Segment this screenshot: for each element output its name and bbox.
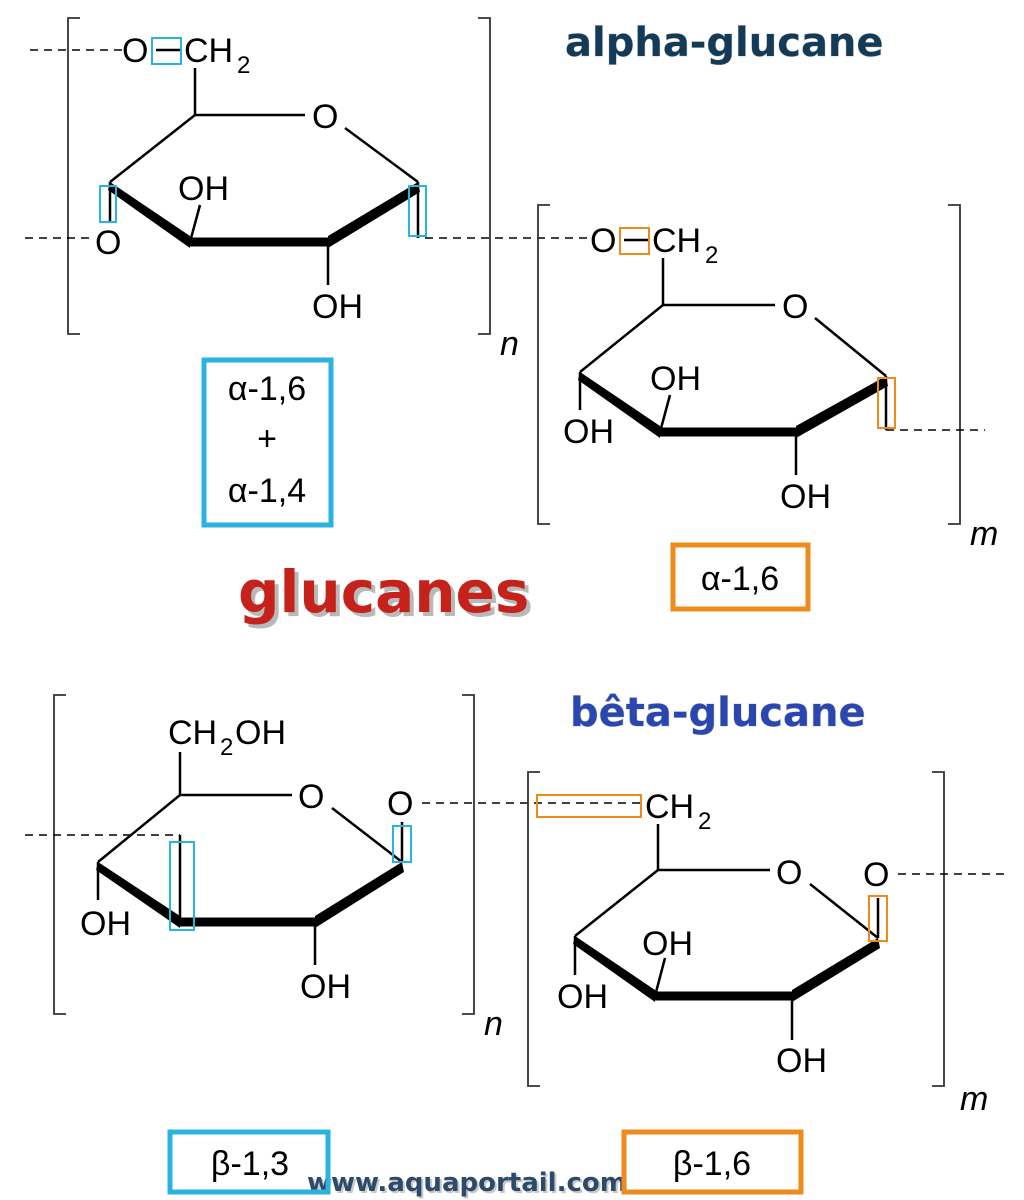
alpha-unit-2: m O CH 2 O OH OH OH <box>537 204 998 553</box>
atom-o: O <box>863 856 889 894</box>
highlight-box <box>877 377 896 429</box>
beta-unit-1-left-bracket <box>53 694 66 1015</box>
footer-url: www.aquaportail.com <box>307 1168 627 1198</box>
atom-ch: CH <box>645 788 694 826</box>
alpha-unit-2-right-bracket <box>948 204 961 525</box>
linkage-label: α-1,6 <box>228 370 306 408</box>
alpha-unit-1-right-bracket <box>478 17 491 335</box>
alpha-unit-2-left-bracket <box>537 204 550 525</box>
wedge-bond <box>792 938 880 1002</box>
highlight-box <box>868 895 888 942</box>
highlight-box <box>99 185 117 223</box>
bond <box>653 957 667 997</box>
linkage-label: α-1,6 <box>701 560 779 598</box>
alpha-glucane-title: alpha-glucane <box>565 20 884 66</box>
highlight-box <box>619 227 650 255</box>
wedge-bond <box>573 936 655 1002</box>
linkage-box <box>201 357 334 528</box>
linkage-label: α-1,4 <box>228 472 306 510</box>
atom-oh: OH <box>780 478 831 516</box>
bond <box>109 114 196 183</box>
ring-oxygen: O <box>782 288 808 326</box>
bond <box>331 807 403 863</box>
atom-o: O <box>122 32 148 70</box>
wedge-bond <box>328 182 420 248</box>
alpha-unit-1-left-bracket <box>67 17 80 335</box>
alpha-unit-2-index: m <box>970 515 998 553</box>
alpha-main-linkage: α-1,6 + α-1,4 <box>201 357 334 528</box>
highlight-box <box>151 37 182 65</box>
beta-unit-1: n CH 2 OH O OH O OH <box>25 694 640 1043</box>
highlight-box <box>408 185 427 237</box>
atom-oh: OH <box>642 925 693 963</box>
alpha-branch-linkage: α-1,6 <box>670 542 811 612</box>
bond <box>579 304 664 373</box>
beta-main-linkage: β-1,3 <box>167 1129 331 1195</box>
atom-oh: OH <box>557 978 608 1016</box>
ring-oxygen: O <box>312 98 338 136</box>
wedge-bond <box>578 372 660 438</box>
bond <box>658 394 672 433</box>
wedge-bond <box>96 862 180 928</box>
wedge-bond <box>315 862 404 928</box>
beta-unit-2-right-bracket <box>932 771 945 1087</box>
bond <box>97 794 181 863</box>
bond <box>814 317 887 377</box>
atom-o: O <box>387 785 413 823</box>
atom-sub: 2 <box>220 734 233 761</box>
linkage-label: β-1,3 <box>211 1145 289 1183</box>
highlight-box <box>536 794 642 818</box>
atom-oh: OH <box>178 170 229 208</box>
main-title: glucanes <box>238 558 529 626</box>
beta-unit-2: m CH 2 O OH O OH OH <box>527 771 1005 1118</box>
atom-ch: CH <box>168 714 217 752</box>
atom-ch: CH <box>184 32 233 70</box>
beta-unit-2-index: m <box>960 1080 988 1118</box>
atom-oh: OH <box>563 413 614 451</box>
bond <box>344 126 419 184</box>
atom-ch: CH <box>652 222 701 260</box>
linkage-box <box>670 542 811 612</box>
beta-unit-2-left-bracket <box>527 771 540 1087</box>
beta-glucane-title: bêta-glucane <box>570 690 866 736</box>
atom-sub: 2 <box>698 808 711 835</box>
atom-oh: OH <box>650 360 701 398</box>
linkage-box <box>167 1129 331 1195</box>
wedge-bond <box>796 376 888 438</box>
highlight-box <box>392 825 412 863</box>
beta-unit-1-right-bracket <box>462 694 475 1015</box>
beta-unit-1-index: n <box>484 1005 503 1043</box>
bond <box>188 204 202 243</box>
wedge-bond <box>108 182 190 248</box>
alpha-unit-1: n O CH 2 O O OH OH <box>25 17 590 363</box>
linkage-label: β-1,6 <box>673 1145 751 1183</box>
atom-sub: 2 <box>705 242 718 269</box>
bond <box>574 869 659 937</box>
beta-branch-linkage: β-1,6 <box>621 1129 804 1195</box>
atom-o: O <box>590 222 616 260</box>
linkage-box <box>621 1129 804 1195</box>
footer-shadow: www.aquaportail.com <box>309 1170 629 1200</box>
ring-oxygen: O <box>776 854 802 892</box>
atom-oh: OH <box>80 905 131 943</box>
bond <box>809 883 879 939</box>
atom-oh: OH <box>312 288 363 326</box>
linkage-label: + <box>257 420 277 458</box>
atom-o: O <box>95 224 121 262</box>
atom-sub: 2 <box>237 52 250 79</box>
highlight-box <box>169 841 195 931</box>
alpha-unit-1-index: n <box>500 325 519 363</box>
atom-oh: OH <box>300 968 351 1006</box>
atom-oh: OH <box>776 1042 827 1080</box>
ring-oxygen: O <box>298 778 324 816</box>
atom-oh: OH <box>235 714 286 752</box>
main-title-shadow: glucanes <box>242 562 533 630</box>
